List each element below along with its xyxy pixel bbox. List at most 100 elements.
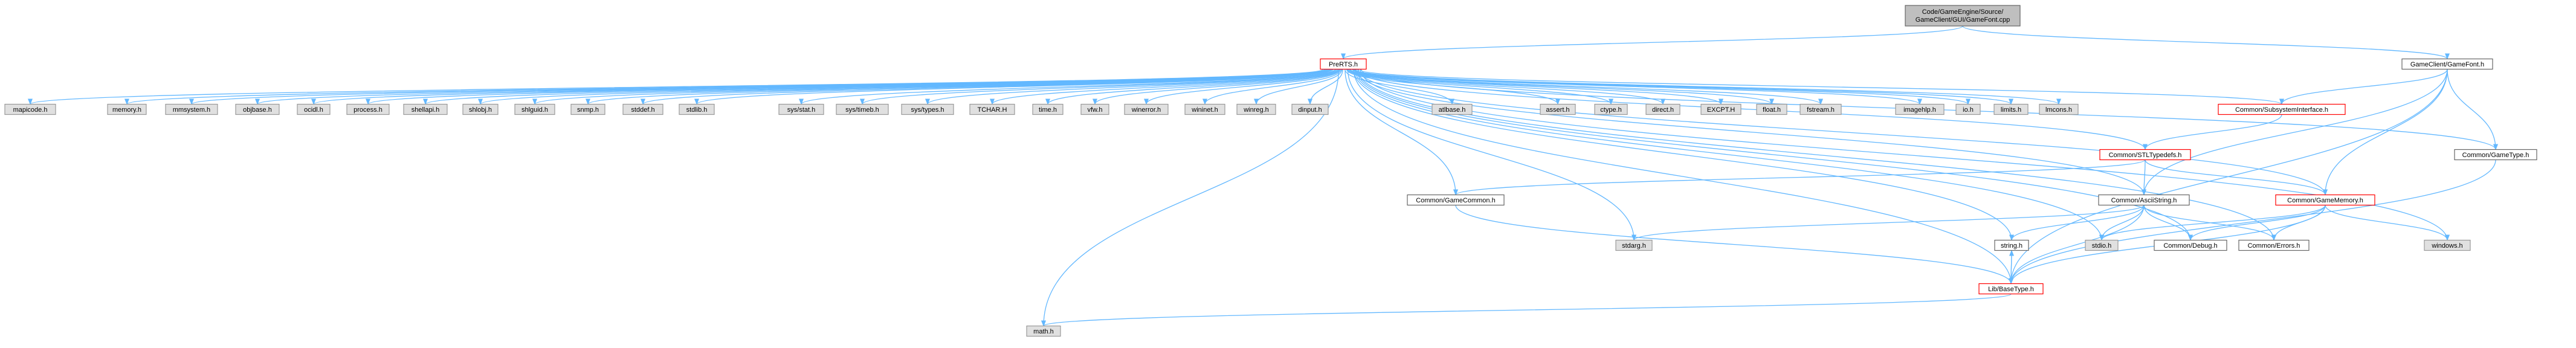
node-basetype[interactable]: Lib/BaseType.h — [1978, 283, 2044, 295]
node-mmsystem: mmsystem.h — [165, 103, 218, 115]
node-label-winreg: winreg.h — [1243, 106, 1269, 114]
node-root[interactable]: Code/GameEngine/Source/GameClient/GUI/Ga… — [1905, 5, 2021, 27]
edge-prerts-to-math — [1041, 69, 1339, 327]
node-label-shlguid: shlguid.h — [521, 106, 548, 114]
node-box-snmp — [570, 103, 605, 115]
node-label-dinput: dinput.h — [1298, 106, 1322, 114]
edge-prerts-to-sysstat — [799, 68, 1335, 105]
node-label-basetype: Lib/BaseType.h — [1988, 286, 2034, 293]
node-fstream: fstream.h — [1800, 103, 1842, 115]
node-process: process.h — [346, 103, 390, 115]
node-box-vfw — [1080, 103, 1109, 115]
edge-prerts-to-fstream — [1350, 68, 1823, 105]
node-box-objbase — [235, 103, 280, 115]
node-windows: windows.h — [2424, 239, 2471, 251]
node-label-objbase: objbase.h — [243, 106, 272, 114]
node-label-stddef: stddef.h — [631, 106, 654, 114]
edge-prerts-to-dinput — [1308, 69, 1343, 105]
edge-prerts-to-mmsystem — [189, 68, 1326, 105]
edge-root-to-gamefont — [1962, 25, 2450, 60]
node-box-math — [1026, 325, 1061, 337]
node-box-mapicode — [4, 103, 56, 115]
node-label-wininet: wininet.h — [1191, 106, 1218, 114]
node-string[interactable]: string.h — [1994, 239, 2029, 251]
node-box-imagehlp — [1895, 103, 1945, 115]
node-box-gamememory — [2275, 194, 2375, 206]
edge-prerts-to-shlobj — [478, 68, 1331, 105]
edge-gamefont-to-asciistring — [2142, 69, 2448, 196]
node-stltypedefs[interactable]: Common/STLTypedefs.h — [2099, 149, 2191, 161]
node-gamefont[interactable]: GameClient/GameFont.h — [2401, 58, 2493, 70]
node-box-asciistring — [2098, 194, 2190, 206]
edge-prerts-to-debug — [1356, 69, 2193, 241]
node-label-io: io.h — [1963, 106, 1974, 114]
node-errors[interactable]: Common/Errors.h — [2238, 239, 2310, 251]
node-box-debug — [2154, 239, 2227, 251]
edge-gamememory-to-debug — [2188, 205, 2326, 241]
edge-prerts-to-systimeb — [860, 68, 1337, 105]
node-gametype[interactable]: Common/GameType.h — [2454, 149, 2537, 161]
node-winreg: winreg.h — [1236, 103, 1276, 115]
node-io: io.h — [1955, 103, 1981, 115]
node-sysstat: sys/stat.h — [778, 103, 824, 115]
node-gamememory[interactable]: Common/GameMemory.h — [2275, 194, 2375, 206]
node-label-systypes: sys/types.h — [911, 106, 944, 114]
edge-gametype-to-basetype — [2009, 160, 2496, 285]
node-subsys[interactable]: Common/SubsystemInterface.h — [2218, 103, 2346, 115]
node-math: math.h — [1026, 325, 1061, 337]
edge-prerts-to-vfw — [1093, 69, 1340, 105]
node-box-shellapi — [403, 103, 448, 115]
node-label-excpt: EXCPT.H — [1707, 106, 1735, 114]
node-label-tchar: TCHAR.H — [978, 106, 1007, 114]
node-box-mmsystem — [165, 103, 218, 115]
node-box-systimeb — [836, 103, 889, 115]
edge-layer — [28, 25, 2498, 327]
edge-prerts-to-memory — [124, 68, 1325, 105]
edge-prerts-to-systypes — [925, 68, 1338, 105]
edge-prerts-to-stdio — [1354, 69, 2104, 241]
node-label-subsys: Common/SubsystemInterface.h — [2235, 106, 2328, 114]
edge-prerts-to-ctype — [1347, 69, 1613, 105]
node-label-atlbase: atlbase.h — [1439, 106, 1466, 114]
node-label-winerror: winerror.h — [1131, 106, 1161, 114]
node-systypes: sys/types.h — [901, 103, 954, 115]
node-asciistring[interactable]: Common/AsciiString.h — [2098, 194, 2190, 206]
node-box-atlbase — [1432, 103, 1473, 115]
node-box-basetype — [1978, 283, 2044, 295]
node-box-float — [1756, 103, 1787, 115]
node-excpt: EXCPT.H — [1700, 103, 1742, 115]
node-float: float.h — [1756, 103, 1787, 115]
node-ocidl: ocidl.h — [297, 103, 331, 115]
node-box-process — [346, 103, 390, 115]
edge-prerts-to-tchar — [990, 68, 1338, 105]
node-label-gamefont: GameClient/GameFont.h — [2410, 61, 2484, 68]
node-objbase: objbase.h — [235, 103, 280, 115]
node-vfw: vfw.h — [1080, 103, 1109, 115]
node-box-stdlib — [679, 103, 715, 115]
edge-stltypedefs-to-asciistring — [2142, 160, 2147, 196]
node-label-stdio: stdio.h — [2092, 242, 2111, 250]
node-tchar: TCHAR.H — [969, 103, 1015, 115]
node-stdlib: stdlib.h — [679, 103, 715, 115]
node-label-gametype: Common/GameType.h — [2462, 152, 2529, 159]
node-prerts[interactable]: PreRTS.h — [1320, 58, 1367, 70]
node-label-stltypedefs: Common/STLTypedefs.h — [2109, 152, 2182, 159]
node-label-debug: Common/Debug.h — [2163, 242, 2217, 250]
node-atlbase: atlbase.h — [1432, 103, 1473, 115]
node-shlobj: shlobj.h — [462, 103, 499, 115]
edge-prerts-to-lmcons — [1354, 68, 2061, 105]
node-box-shlguid — [514, 103, 555, 115]
edge-stltypedefs-to-gamememory — [2145, 160, 2328, 196]
node-label-stdarg: stdarg.h — [1622, 242, 1646, 250]
node-imagehlp: imagehlp.h — [1895, 103, 1945, 115]
node-systimeb: sys/timeb.h — [836, 103, 889, 115]
node-label-prerts: PreRTS.h — [1329, 61, 1358, 68]
node-label-fstream: fstream.h — [1807, 106, 1835, 114]
edge-prerts-to-errors — [1357, 69, 2276, 241]
node-gamecommon[interactable]: Common/GameCommon.h — [1407, 194, 1505, 206]
node-label-lmcons: lmcons.h — [2045, 106, 2072, 114]
edge-prerts-to-stltypedefs — [1355, 69, 2148, 150]
node-debug[interactable]: Common/Debug.h — [2154, 239, 2227, 251]
edge-gamememory-to-windows — [2325, 205, 2450, 241]
node-assert: assert.h — [1540, 103, 1576, 115]
